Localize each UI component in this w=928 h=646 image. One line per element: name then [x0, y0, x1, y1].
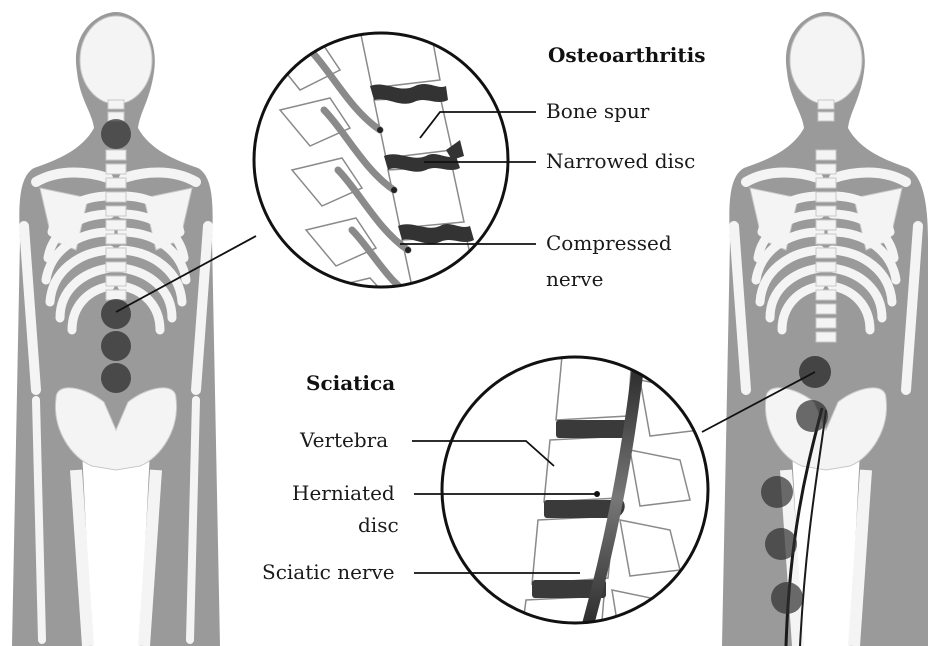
- right-skull: [790, 16, 862, 104]
- osteoarthritis-title: Osteoarthritis: [548, 43, 706, 67]
- compressed-nerve-label-line1: Compressed: [546, 231, 672, 255]
- sciatica-title: Sciatica: [306, 371, 395, 395]
- right-marker-3: [761, 476, 793, 508]
- sciatica-inset: [442, 350, 708, 646]
- left-body-figure: [12, 12, 220, 646]
- osteoarthritis-inset: [254, 26, 508, 320]
- left-marker-neck: [101, 119, 131, 149]
- right-body-figure: [722, 12, 928, 646]
- bone-spur-label: Bone spur: [546, 99, 650, 123]
- right-marker-4: [765, 528, 797, 560]
- right-marker-2: [796, 400, 828, 432]
- herniated-disc-label-line1: Herniated: [292, 481, 395, 505]
- right-marker-5: [771, 582, 803, 614]
- herniated-disc-label-line2: disc: [358, 513, 399, 537]
- left-marker-lumbar-3: [101, 363, 131, 393]
- left-marker-lumbar-1: [101, 299, 131, 329]
- left-skull: [80, 16, 152, 104]
- sciatic-nerve-label: Sciatic nerve: [262, 560, 395, 584]
- narrowed-disc-label: Narrowed disc: [546, 149, 695, 173]
- compressed-nerve-label-line2: nerve: [546, 267, 603, 291]
- left-marker-lumbar-2: [101, 331, 131, 361]
- vertebra-label: Vertebra: [299, 428, 388, 452]
